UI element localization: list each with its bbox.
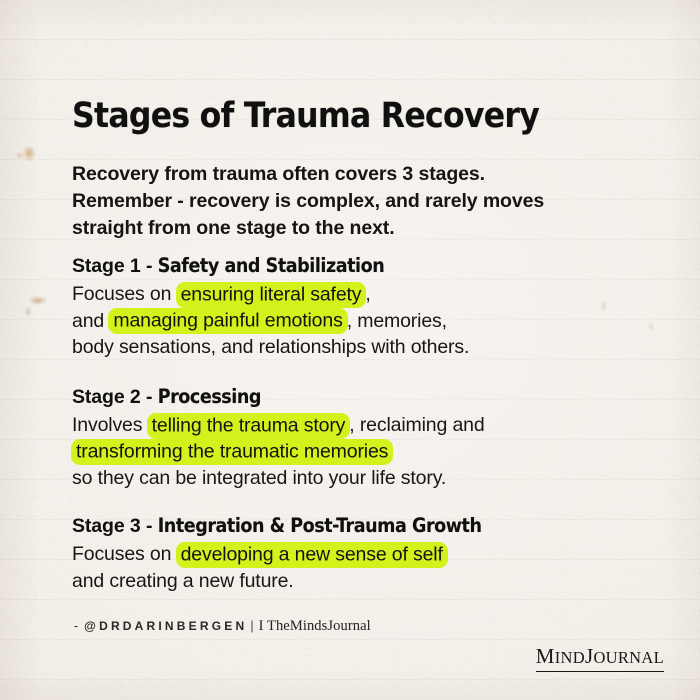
page-title: Stages of Trauma Recovery xyxy=(72,96,540,137)
credit-attribution: -@DRDARINBERGEN| I TheMindsJournal xyxy=(74,618,371,635)
credit-separator: | xyxy=(250,619,254,633)
stage-3-section: Stage 3 - Integration & Post-Trauma Grow… xyxy=(72,512,652,594)
stage-3-line-2: and creating a new future. xyxy=(72,569,294,592)
stage-3-line-1: Focuses on developing a new sense of sel… xyxy=(72,541,652,568)
intro-paragraph: Recovery from trauma often covers 3 stag… xyxy=(72,161,652,242)
stage-1-body: Focuses on ensuring literal safety, and … xyxy=(72,281,652,361)
stage-2-line-1-post: , reclaiming and xyxy=(349,414,485,436)
stage-1-heading: Stage 1 - Safety and Stabilization xyxy=(72,252,652,280)
stage-2-body: Involves telling the trauma story, recla… xyxy=(71,412,652,492)
stage-1-line-1-pre: Focuses on xyxy=(72,283,177,305)
logo-ournal: OURNAL xyxy=(593,648,664,667)
stage-2-section: Stage 2 - Processing Involves telling th… xyxy=(71,383,652,492)
stage-1-section: Stage 1 - Safety and Stabilization Focus… xyxy=(72,252,652,361)
stage-1-name: Safety and Stabilization xyxy=(157,254,385,277)
stage-2-line-1-pre: Involves xyxy=(72,414,148,436)
highlight-telling-the-trauma-story: telling the trauma story xyxy=(146,412,351,439)
stage-1-line-2-post: , memories, xyxy=(346,309,447,332)
intro-line-2: Remember - recovery is complex, and rare… xyxy=(72,189,545,212)
paper-speck-mark xyxy=(22,146,35,162)
paper-speck-mark xyxy=(15,152,24,159)
stage-1-line-2: and managing painful emotions, memories, xyxy=(72,308,652,334)
stage-3-line-1-pre: Focuses on xyxy=(72,543,177,565)
stage-2-line-2: transforming the traumatic memories xyxy=(71,439,652,465)
highlight-developing-a-new-sense-of-self: developing a new sense of self xyxy=(175,541,448,568)
stage-2-line-3: so they can be integrated into your life… xyxy=(72,467,447,489)
stage-1-line-1: Focuses on ensuring literal safety, xyxy=(72,281,652,308)
stage-2-heading: Stage 2 - Processing xyxy=(72,383,652,411)
stage-2-label: Stage 2 - xyxy=(72,386,158,408)
paper-speck-mark xyxy=(24,306,32,317)
stage-2-line-1: Involves telling the trauma story, recla… xyxy=(72,412,652,439)
credit-handle: @DRDARINBERGEN xyxy=(84,619,248,633)
stage-1-line-1-post: , xyxy=(365,283,371,305)
credit-brand: I TheMindsJournal xyxy=(258,618,371,634)
mindjournal-logo: MINDJOURNAL xyxy=(535,644,664,672)
highlight-transforming-the-traumatic-memories: transforming the traumatic memories xyxy=(71,439,394,465)
logo-ind: IND xyxy=(554,648,585,667)
credit-dash: - xyxy=(74,619,79,633)
stage-3-heading: Stage 3 - Integration & Post-Trauma Grow… xyxy=(72,512,652,540)
stage-3-body: Focuses on developing a new sense of sel… xyxy=(72,541,652,594)
mindjournal-logo-text: MINDJOURNAL xyxy=(535,644,664,672)
stage-3-name: Integration & Post-Trauma Growth xyxy=(157,514,482,537)
paper-speck-mark xyxy=(30,296,47,305)
stage-1-line-2-pre: and xyxy=(72,309,110,332)
highlight-ensuring-literal-safety: ensuring literal safety xyxy=(175,281,367,308)
logo-j-cap: J xyxy=(584,644,594,668)
stage-2-name: Processing xyxy=(157,385,262,408)
stage-1-label: Stage 1 - xyxy=(72,255,158,277)
stage-3-label: Stage 3 - xyxy=(72,515,158,537)
logo-m-cap: M xyxy=(535,644,555,668)
intro-line-1: Recovery from trauma often covers 3 stag… xyxy=(72,162,485,185)
intro-line-3: straight from one stage to the next. xyxy=(72,216,395,239)
highlight-managing-painful-emotions: managing painful emotions xyxy=(108,308,348,334)
stage-1-line-3: body sensations, and relationships with … xyxy=(72,336,470,358)
